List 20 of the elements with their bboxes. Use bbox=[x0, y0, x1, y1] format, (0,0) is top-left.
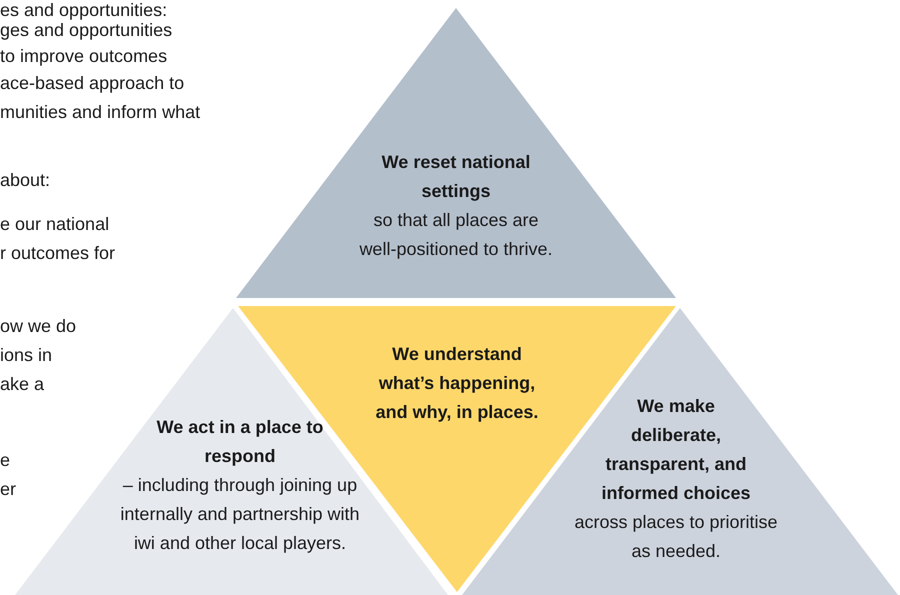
triangle-panel bbox=[236, 8, 676, 298]
paragraph-text: ake a bbox=[0, 374, 44, 394]
paragraph-text: r outcomes for bbox=[0, 243, 116, 263]
body-text: across places to prioritise as needed. bbox=[574, 511, 778, 563]
paragraph-text: munities and inform what bbox=[0, 102, 200, 122]
heading-text: We make deliberate, transparent, and informed choices bbox=[600, 395, 752, 505]
paragraph-text: er bbox=[0, 479, 16, 499]
heading-text: We act in a place to respond bbox=[156, 416, 324, 468]
paragraph-text: es and opportunities: bbox=[0, 0, 168, 20]
paragraph-text: ions in bbox=[0, 345, 52, 365]
paragraph-text: about: bbox=[0, 170, 50, 190]
body-text: so that all places are well-positioned to thrive. bbox=[358, 209, 554, 261]
body-text: – including through joining up internally and partnership with iwi and other local players. bbox=[120, 474, 360, 555]
paragraph-text: ow we do bbox=[0, 316, 76, 336]
paragraph-text: e bbox=[0, 450, 10, 470]
paragraph-text: ges and opportunities bbox=[0, 20, 172, 40]
paragraph-text: ace-based approach to bbox=[0, 73, 184, 93]
heading-text: We understand what’s happening, and why, in places. bbox=[374, 343, 540, 424]
paragraph-text: e our national bbox=[0, 214, 110, 234]
paragraph-text: to improve outcomes bbox=[0, 46, 168, 66]
